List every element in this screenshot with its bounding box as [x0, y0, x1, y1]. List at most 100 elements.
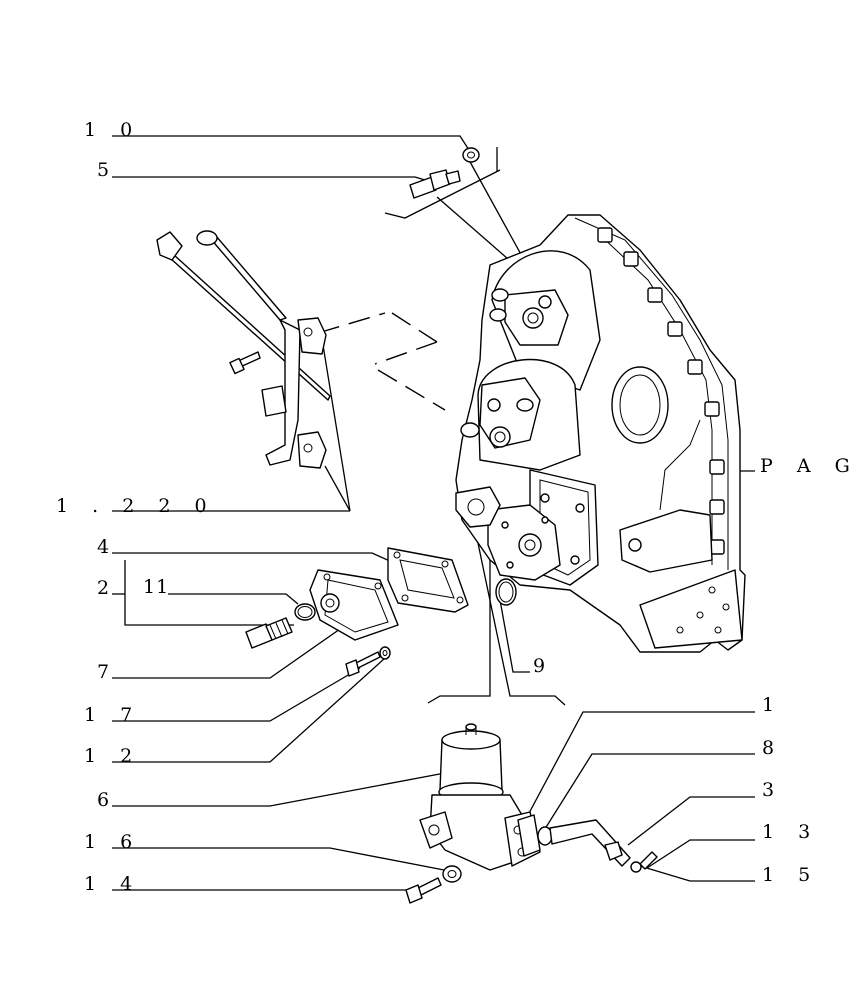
part-15-washer[interactable] — [630, 861, 642, 873]
part-16-washer[interactable] — [442, 865, 462, 883]
callout-1-220[interactable]: 1 . 2 2 0 — [56, 495, 216, 517]
fitting-hex — [429, 169, 451, 191]
gasket-hole — [441, 560, 449, 568]
part-14-bolt[interactable] — [405, 877, 442, 904]
callout-2[interactable]: 2 — [97, 577, 118, 599]
bolt-13 — [639, 851, 658, 870]
part-11-o-ring[interactable] — [294, 603, 316, 621]
dash-line-a — [317, 312, 386, 334]
part-17-bolt[interactable] — [345, 651, 381, 677]
callout-11[interactable]: 11 — [143, 576, 169, 598]
seal-ring-hole — [467, 151, 475, 159]
middle-port — [489, 426, 511, 448]
flange-boss — [647, 287, 663, 303]
part-10-seal-ring[interactable] — [462, 147, 480, 163]
pipe-end-fitting — [156, 231, 183, 261]
plug-thread-lines — [269, 619, 289, 640]
upper-port-fitting — [538, 295, 552, 309]
washer — [379, 646, 391, 660]
upper-stud — [491, 288, 509, 302]
middle-port-bore — [494, 431, 506, 443]
part-4-gasket[interactable] — [387, 547, 469, 613]
middle-stud — [516, 398, 534, 412]
foot-hole — [676, 626, 684, 634]
callout-10[interactable]: 1 0 — [84, 119, 141, 141]
gasket-hole — [393, 551, 401, 559]
part-3-pipe[interactable] — [549, 819, 631, 867]
leader-5 — [112, 176, 426, 181]
callout-8[interactable]: 8 — [762, 737, 783, 759]
callout-16[interactable]: 1 6 — [84, 831, 141, 853]
bracket-2 — [124, 560, 294, 626]
filter-mount-port — [518, 533, 542, 557]
fitting-body — [409, 176, 437, 199]
middle-stud — [460, 422, 480, 438]
mount-hole — [506, 561, 514, 569]
valve-bolt — [540, 493, 550, 503]
part-9-o-ring[interactable] — [495, 578, 517, 606]
o-ring-9-inner — [498, 581, 514, 603]
flange-hole — [303, 327, 313, 337]
callout-3[interactable]: 3 — [762, 779, 783, 801]
callout-6[interactable]: 6 — [97, 789, 118, 811]
callout-4[interactable]: 4 — [97, 536, 118, 558]
flange-bolt-bosses — [597, 227, 725, 555]
lower-bracket — [619, 509, 713, 573]
leader-8 — [537, 753, 755, 841]
leader-10 — [112, 135, 470, 151]
o-ring-inner — [297, 606, 313, 618]
foot-hole — [714, 626, 722, 634]
flange-boss — [667, 321, 683, 337]
pipe-end — [196, 230, 218, 246]
housing-channel — [659, 419, 701, 511]
leader-1-220-upper — [322, 344, 351, 512]
dash-line-c — [374, 341, 438, 365]
seal-ring — [462, 147, 480, 163]
filter-head-ear-left — [419, 811, 453, 849]
bolt-14-shank — [417, 877, 442, 896]
part-7-cover[interactable] — [309, 569, 399, 641]
callout-14[interactable]: 1 4 — [84, 873, 141, 895]
upper-port — [522, 307, 544, 329]
part-2-sensor-plug[interactable] — [245, 617, 293, 649]
callout-9[interactable]: 9 — [533, 655, 554, 677]
part-1-gasket-plate[interactable] — [517, 814, 541, 857]
callout-7[interactable]: 7 — [97, 661, 118, 683]
dashed-connection-lines — [317, 312, 446, 411]
long-pipe — [209, 235, 287, 321]
callout-1[interactable]: 1 — [762, 694, 783, 716]
cover-body — [309, 569, 399, 641]
part-12-washer[interactable] — [379, 646, 391, 660]
filter-top-nut — [465, 723, 477, 731]
foot-hole — [722, 603, 730, 611]
callout-15[interactable]: 1 5 — [762, 864, 819, 886]
bolt-14-head — [405, 884, 423, 904]
leader-1 — [519, 711, 755, 831]
callout-5[interactable]: 5 — [97, 159, 118, 181]
callout-12[interactable]: 1 2 — [84, 745, 141, 767]
page-reference-label[interactable]: P A G . — [760, 455, 856, 477]
filter-top — [441, 730, 501, 750]
valve-bolt — [575, 503, 585, 513]
delivery-pipe — [549, 819, 631, 867]
transmission-housing[interactable] — [455, 214, 746, 653]
part-5-union-fitting[interactable] — [409, 169, 461, 199]
callout-17[interactable]: 1 7 — [84, 704, 141, 726]
callout-13[interactable]: 1 3 — [762, 821, 819, 843]
flange-hole — [303, 443, 313, 453]
flange-boss — [709, 459, 725, 475]
leader-13 — [646, 839, 755, 869]
flange-boss — [623, 251, 639, 267]
leader-lines — [112, 135, 755, 891]
part-6-oil-filter[interactable] — [419, 723, 541, 871]
leader-4 — [112, 552, 393, 563]
leader-6 — [112, 772, 446, 807]
leader-3 — [627, 796, 755, 846]
cover-hole — [374, 582, 382, 590]
leader-12 — [112, 657, 386, 763]
housing-gasket-face — [455, 486, 501, 528]
part-13-bolt[interactable] — [639, 851, 658, 870]
pipe-assembly-1-220[interactable] — [156, 230, 331, 469]
